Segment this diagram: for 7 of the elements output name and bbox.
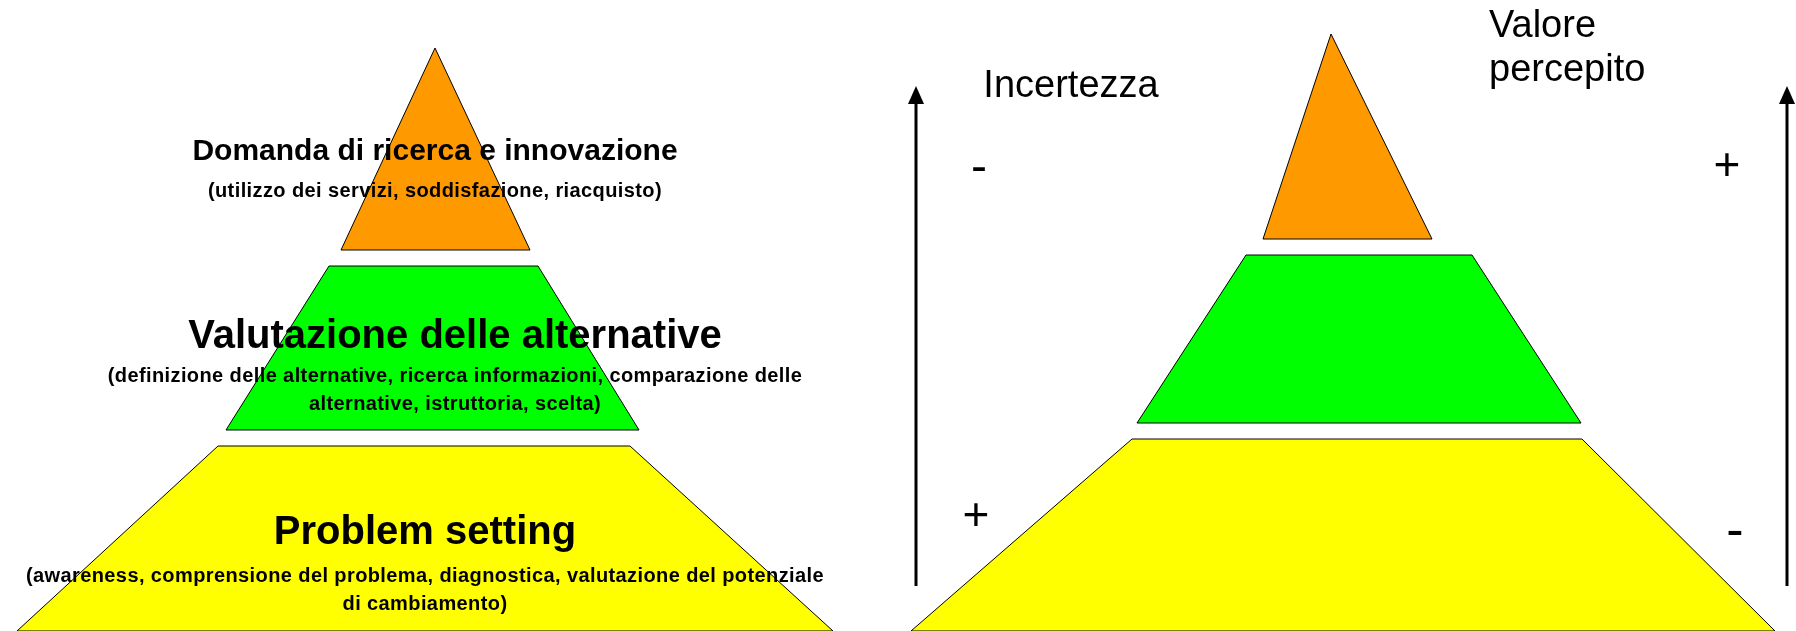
axis-label: Valore percepito bbox=[1489, 2, 1647, 90]
sign-label: - bbox=[970, 138, 988, 194]
sign-label: + bbox=[961, 487, 991, 542]
sign-label: - bbox=[1725, 499, 1745, 560]
level-heading: Problem setting bbox=[272, 510, 578, 550]
sign-label: + bbox=[1712, 137, 1742, 192]
axis-label: Incertezza bbox=[982, 62, 1160, 107]
